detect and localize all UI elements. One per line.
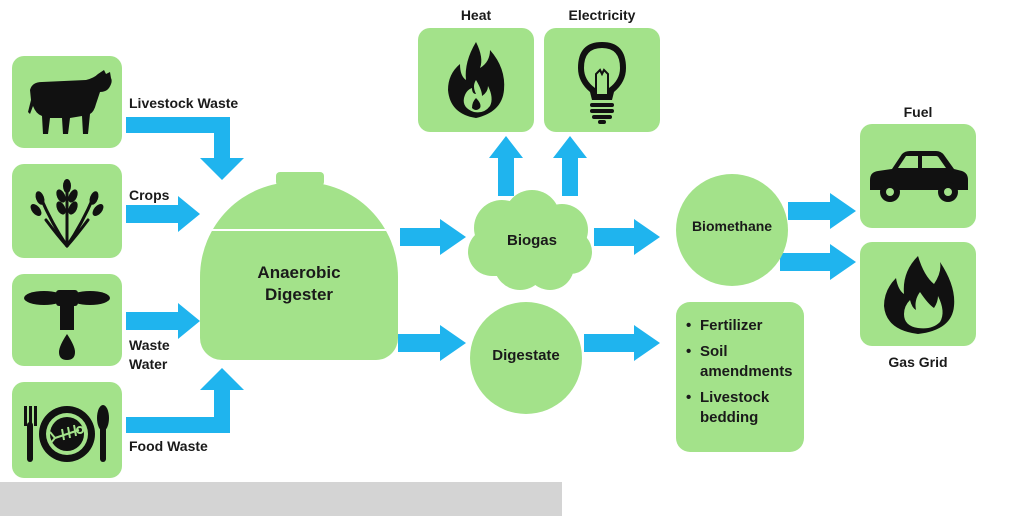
digestate-label: Digestate: [492, 347, 560, 364]
car-icon: [870, 151, 968, 202]
bottom-gray-bar: [0, 482, 562, 516]
arrow-wastewater-to-digester: [126, 303, 200, 339]
plate-fish-bone-icon: [24, 405, 109, 462]
fuel-tile: [860, 124, 976, 228]
wheat-icon: [30, 179, 104, 248]
arrow-biomethane-to-fuel: [788, 193, 856, 229]
digestate-use-item: Soil amendments: [686, 342, 800, 382]
biomethane-circle: [676, 174, 788, 286]
food-waste-tile: [12, 382, 122, 478]
arrow-crops-to-digester: [126, 196, 200, 232]
arrow-biogas-to-heat: [489, 136, 523, 196]
digestate-use-item: Fertilizer: [686, 316, 800, 336]
digestate-uses-list: Fertilizer Soil amendments Livestock bed…: [686, 316, 800, 434]
biogas-label: Biogas: [506, 232, 557, 249]
digester-lid-line: [204, 229, 394, 231]
label-electricity: Electricity: [568, 7, 636, 23]
biomethane-label: Biomethane: [691, 218, 773, 234]
arrow-digester-to-digestate: [398, 325, 466, 361]
arrow-biogas-to-electricity: [553, 136, 587, 196]
label-food-waste: Food Waste: [129, 438, 208, 454]
gas-grid-tile: [860, 242, 976, 346]
arrow-digestate-to-uses: [584, 325, 660, 361]
electricity-tile: [544, 28, 660, 132]
cow-icon: [28, 70, 112, 134]
label-water: Water: [129, 356, 168, 372]
arrow-livestock-to-digester: [126, 117, 244, 180]
digester-label-line2: Digester: [264, 285, 334, 304]
arrow-digester-to-biogas: [400, 219, 466, 255]
digestate-uses-box: Fertilizer Soil amendments Livestock bed…: [676, 302, 804, 452]
gas-flame-icon: [884, 256, 955, 334]
label-livestock-waste: Livestock Waste: [129, 95, 239, 111]
label-heat: Heat: [460, 7, 492, 23]
label-gas-grid: Gas Grid: [888, 354, 948, 370]
label-fuel: Fuel: [903, 104, 933, 120]
digester-label: Anaerobic Digester: [200, 262, 398, 306]
faucet-drop-icon: [24, 290, 110, 360]
digestate-use-item: Livestock bedding: [686, 388, 800, 428]
label-crops: Crops: [129, 187, 170, 203]
heat-tile: [418, 28, 534, 132]
arrow-biogas-to-biomethane: [594, 219, 660, 255]
label-waste: Waste: [129, 337, 170, 353]
biogas-cloud: [468, 190, 592, 290]
livestock-tile: [12, 56, 122, 148]
digestate-circle: [470, 302, 582, 414]
light-bulb-icon: [578, 42, 626, 124]
digester-label-line1: Anaerobic: [257, 263, 341, 282]
waste-water-tile: [12, 274, 122, 366]
arrow-biomethane-to-gasgrid: [780, 244, 856, 280]
flame-icon: [448, 42, 505, 118]
digester-tank: [200, 182, 398, 360]
arrow-food-to-digester: [126, 368, 244, 433]
crops-tile: [12, 164, 122, 258]
